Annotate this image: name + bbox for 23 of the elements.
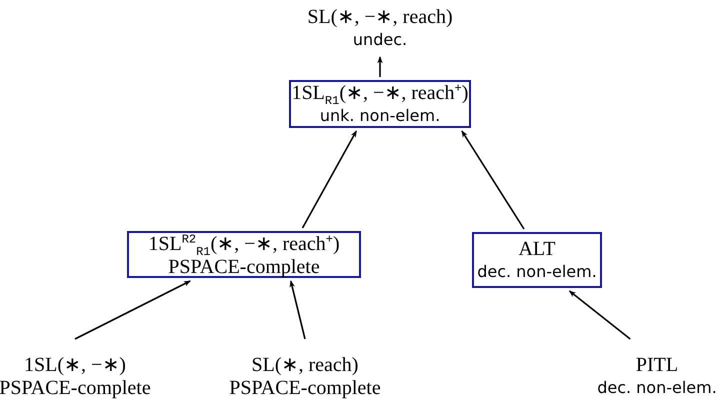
logic-name: SL(∗, reach) (252, 353, 358, 377)
result-box (127, 231, 361, 278)
complexity-label: unk. non-elem. (320, 105, 440, 127)
logic-name: 1SL$^{R2}$$_{R1}$(∗, −∗, reach$^{+}$) (148, 232, 340, 256)
logic-name: PITL (636, 353, 678, 377)
logic-name: 1SL$_{R1}$(∗, −∗, reach$^{+}$) (292, 81, 468, 105)
logic-name: 1SL(∗, −∗) (24, 353, 126, 377)
complexity-label: PSPACE-complete (168, 256, 320, 278)
result-box (289, 80, 471, 128)
arrow (74, 280, 191, 340)
complexity-label: undec. (352, 29, 408, 51)
complexity-label: dec. non-elem. (477, 261, 597, 283)
arrow (302, 130, 358, 228)
result-box (472, 232, 602, 288)
logic-name: ALT (518, 237, 556, 261)
arrow (290, 280, 306, 340)
complexity-label: dec. non-elem. (597, 377, 717, 399)
arrow (461, 130, 525, 230)
arrow (377, 56, 383, 77)
complexity-label: PSPACE-complete (229, 377, 381, 399)
logic-name: SL(∗, −∗, reach) (307, 5, 453, 29)
complexity-label: PSPACE-complete (0, 377, 151, 399)
arrow (568, 290, 631, 340)
